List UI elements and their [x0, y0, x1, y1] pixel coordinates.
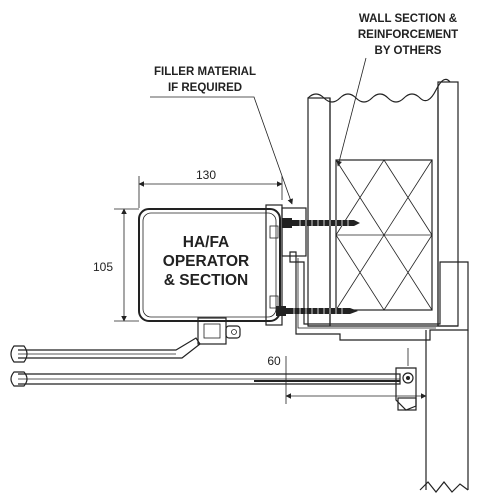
- jamb-break: [419, 481, 469, 493]
- lower-screw: [276, 306, 358, 316]
- operator-label-line1: HA/FA: [183, 234, 230, 251]
- wall-right-skin: [437, 81, 459, 327]
- wall-section: [307, 78, 459, 327]
- arm-assembly: [10, 317, 417, 411]
- filler-material: [281, 207, 307, 257]
- dimension-130-label: 130: [196, 168, 216, 182]
- wall-break-line: [307, 78, 451, 103]
- operator-housing: [138, 204, 283, 326]
- wall-callout-line1: WALL SECTION &: [359, 13, 457, 25]
- dimension-105-label: 105: [93, 260, 113, 274]
- upper-screw: [282, 218, 360, 228]
- operator-label-line3: & SECTION: [164, 272, 248, 289]
- wall-callout: WALL SECTION & REINFORCEMENT BY OTHERS: [336, 13, 458, 167]
- dimension-130: 130: [138, 168, 283, 208]
- filler-callout-line2: IF REQUIRED: [168, 82, 242, 94]
- wall-left-skin: [307, 97, 331, 327]
- wall-callout-line3: BY OTHERS: [375, 45, 442, 57]
- filler-callout-line1: FILLER MATERIAL: [154, 66, 256, 78]
- filler-callout: FILLER MATERIAL IF REQUIRED: [150, 66, 293, 205]
- dimension-60-label: 60: [267, 354, 281, 368]
- dimension-105: 105: [93, 208, 139, 322]
- wall-callout-line2: REINFORCEMENT: [358, 29, 458, 41]
- dimension-60: 60: [267, 354, 427, 404]
- operator-label-line2: OPERATOR: [163, 253, 249, 270]
- door-frame: [289, 251, 469, 493]
